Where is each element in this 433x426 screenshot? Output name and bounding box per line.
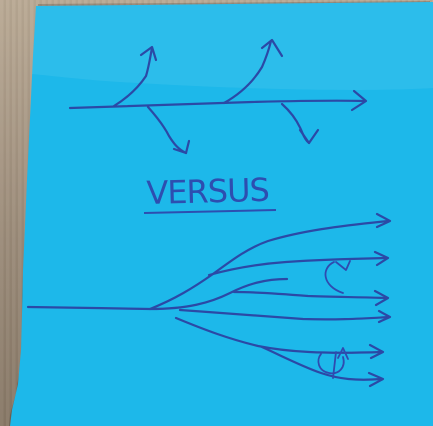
- note-highlight: [32, 2, 433, 90]
